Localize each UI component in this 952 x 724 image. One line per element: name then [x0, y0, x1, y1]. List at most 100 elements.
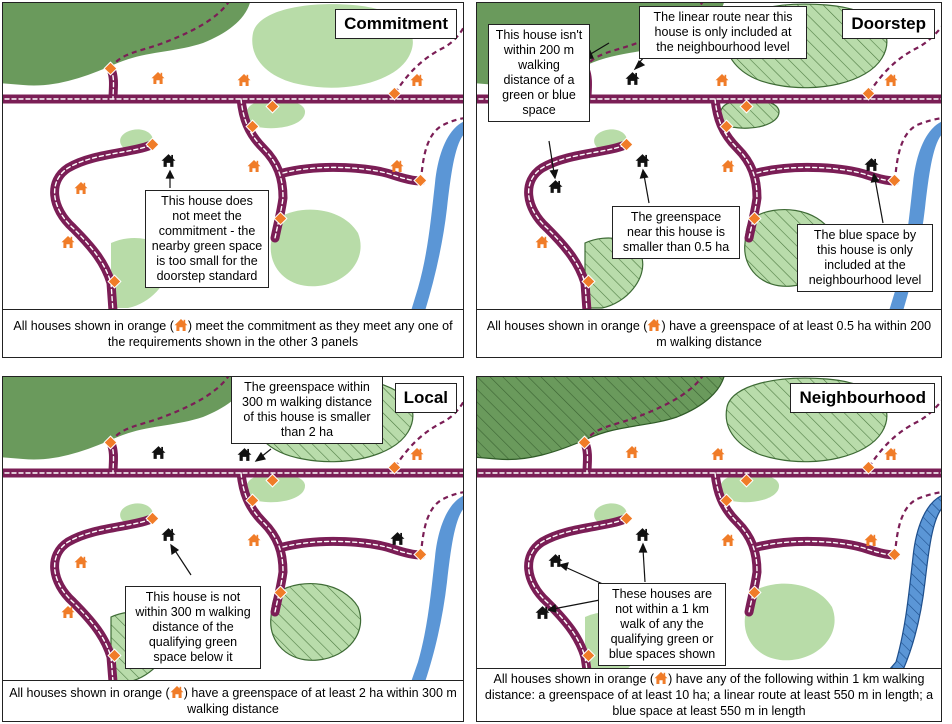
house-icon — [247, 534, 261, 546]
house-icon — [151, 72, 165, 84]
river — [411, 122, 463, 311]
caption-text: All houses shown in orange () meet the c… — [13, 318, 453, 349]
woodland-area — [477, 377, 725, 461]
house-icon — [247, 160, 261, 172]
path-node-icon — [739, 99, 754, 114]
panel-caption: All houses shown in orange () have any o… — [477, 668, 941, 721]
callout: These houses are not within a 1 km walk … — [598, 583, 726, 666]
path-node-icon — [107, 274, 122, 289]
greenspace-small-a — [246, 474, 306, 503]
linear-route — [893, 117, 941, 182]
linear-route — [394, 400, 463, 468]
house-icon — [654, 672, 668, 684]
river — [411, 496, 463, 682]
house-icon — [548, 180, 563, 193]
callout: The greenspace near this house is smalle… — [612, 206, 740, 259]
path-node-icon — [245, 493, 260, 508]
house-icon — [170, 686, 184, 698]
house-icon — [715, 74, 729, 86]
panel-title: Commitment — [335, 9, 457, 39]
house-icon — [174, 318, 188, 331]
house-icon — [635, 154, 650, 167]
panel-title: Local — [394, 383, 457, 413]
linear-route — [419, 117, 463, 182]
house-icon — [410, 448, 424, 460]
house-icon — [721, 160, 735, 172]
greenspace-small-a — [246, 100, 306, 129]
path-node-icon — [387, 86, 402, 101]
house-icon — [237, 74, 251, 86]
path-node-icon — [145, 511, 160, 526]
path-node-icon — [265, 473, 280, 488]
greenspace-medium — [744, 583, 835, 661]
house-icon — [635, 528, 650, 541]
path-node-icon — [265, 99, 280, 114]
house-icon — [74, 556, 88, 568]
house-icon — [625, 72, 640, 85]
caption-text: All houses shown in orange () have a gre… — [9, 686, 457, 716]
callout: The linear route near this house is only… — [639, 6, 807, 59]
panel-title: Doorstep — [842, 9, 935, 39]
panel-doorstep: Doorstep The linear route near this hous… — [476, 2, 942, 358]
river — [888, 495, 941, 670]
panel-neighbourhood: Neighbourhood These houses are not withi… — [476, 376, 942, 722]
house-icon — [884, 448, 898, 460]
caption-text: All houses shown in orange () have any o… — [484, 672, 934, 718]
woodland-area — [3, 3, 250, 86]
panel-caption: All houses shown in orange () have a gre… — [3, 680, 463, 721]
path-node-icon — [273, 211, 288, 226]
house-icon — [161, 154, 176, 167]
panel-commitment: Commitment This house does not meet the … — [2, 2, 464, 358]
path-node-icon — [581, 648, 596, 663]
house-icon — [390, 532, 405, 545]
path-node-icon — [387, 460, 402, 475]
path-node-icon — [103, 61, 118, 76]
house-icon — [74, 182, 88, 194]
house-icon — [151, 446, 166, 459]
house-icon — [721, 534, 735, 546]
path-node-icon — [747, 585, 762, 600]
house-icon — [161, 528, 176, 541]
house-icon — [884, 74, 898, 86]
house-icon — [864, 534, 878, 546]
greenspace-small-a — [720, 474, 780, 503]
house-icon — [647, 318, 661, 331]
panel-caption: All houses shown in orange () meet the c… — [3, 309, 463, 357]
linear-route — [419, 491, 463, 556]
path-node-icon — [273, 585, 288, 600]
path-node-icon — [103, 435, 118, 450]
path-node-icon — [145, 137, 160, 152]
callout: This house isn't within 200 m walking di… — [488, 24, 590, 122]
linear-route — [868, 399, 941, 468]
linear-route — [394, 26, 463, 94]
panel-title: Neighbourhood — [790, 383, 935, 413]
linear-route — [109, 377, 230, 444]
path-node-icon — [413, 547, 428, 562]
greenspace-medium — [270, 209, 361, 287]
woodland-area — [3, 377, 250, 460]
path-node-icon — [619, 511, 634, 526]
linear-route — [109, 3, 230, 70]
caption-text: All houses shown in orange () have a gre… — [486, 318, 932, 349]
linear-route — [583, 377, 704, 444]
house-icon — [711, 448, 725, 460]
callout: The greenspace within 300 m walking dist… — [231, 377, 383, 444]
path-node-icon — [739, 473, 754, 488]
path-node-icon — [245, 119, 260, 134]
path-node-icon — [413, 173, 428, 188]
path-node-icon — [581, 274, 596, 289]
path-node-icon — [887, 173, 902, 188]
callout: This house does not meet the commitment … — [145, 190, 269, 288]
path-node-icon — [887, 547, 902, 562]
path-node-icon — [719, 119, 734, 134]
linear-route — [868, 25, 941, 94]
house-icon — [625, 446, 639, 458]
house-icon — [410, 74, 424, 86]
house-icon — [864, 158, 879, 171]
path-node-icon — [619, 137, 634, 152]
house-icon — [535, 236, 549, 248]
linear-route — [893, 491, 941, 556]
house-icon — [61, 236, 75, 248]
path-node-icon — [107, 648, 122, 663]
house-icon — [390, 160, 404, 172]
